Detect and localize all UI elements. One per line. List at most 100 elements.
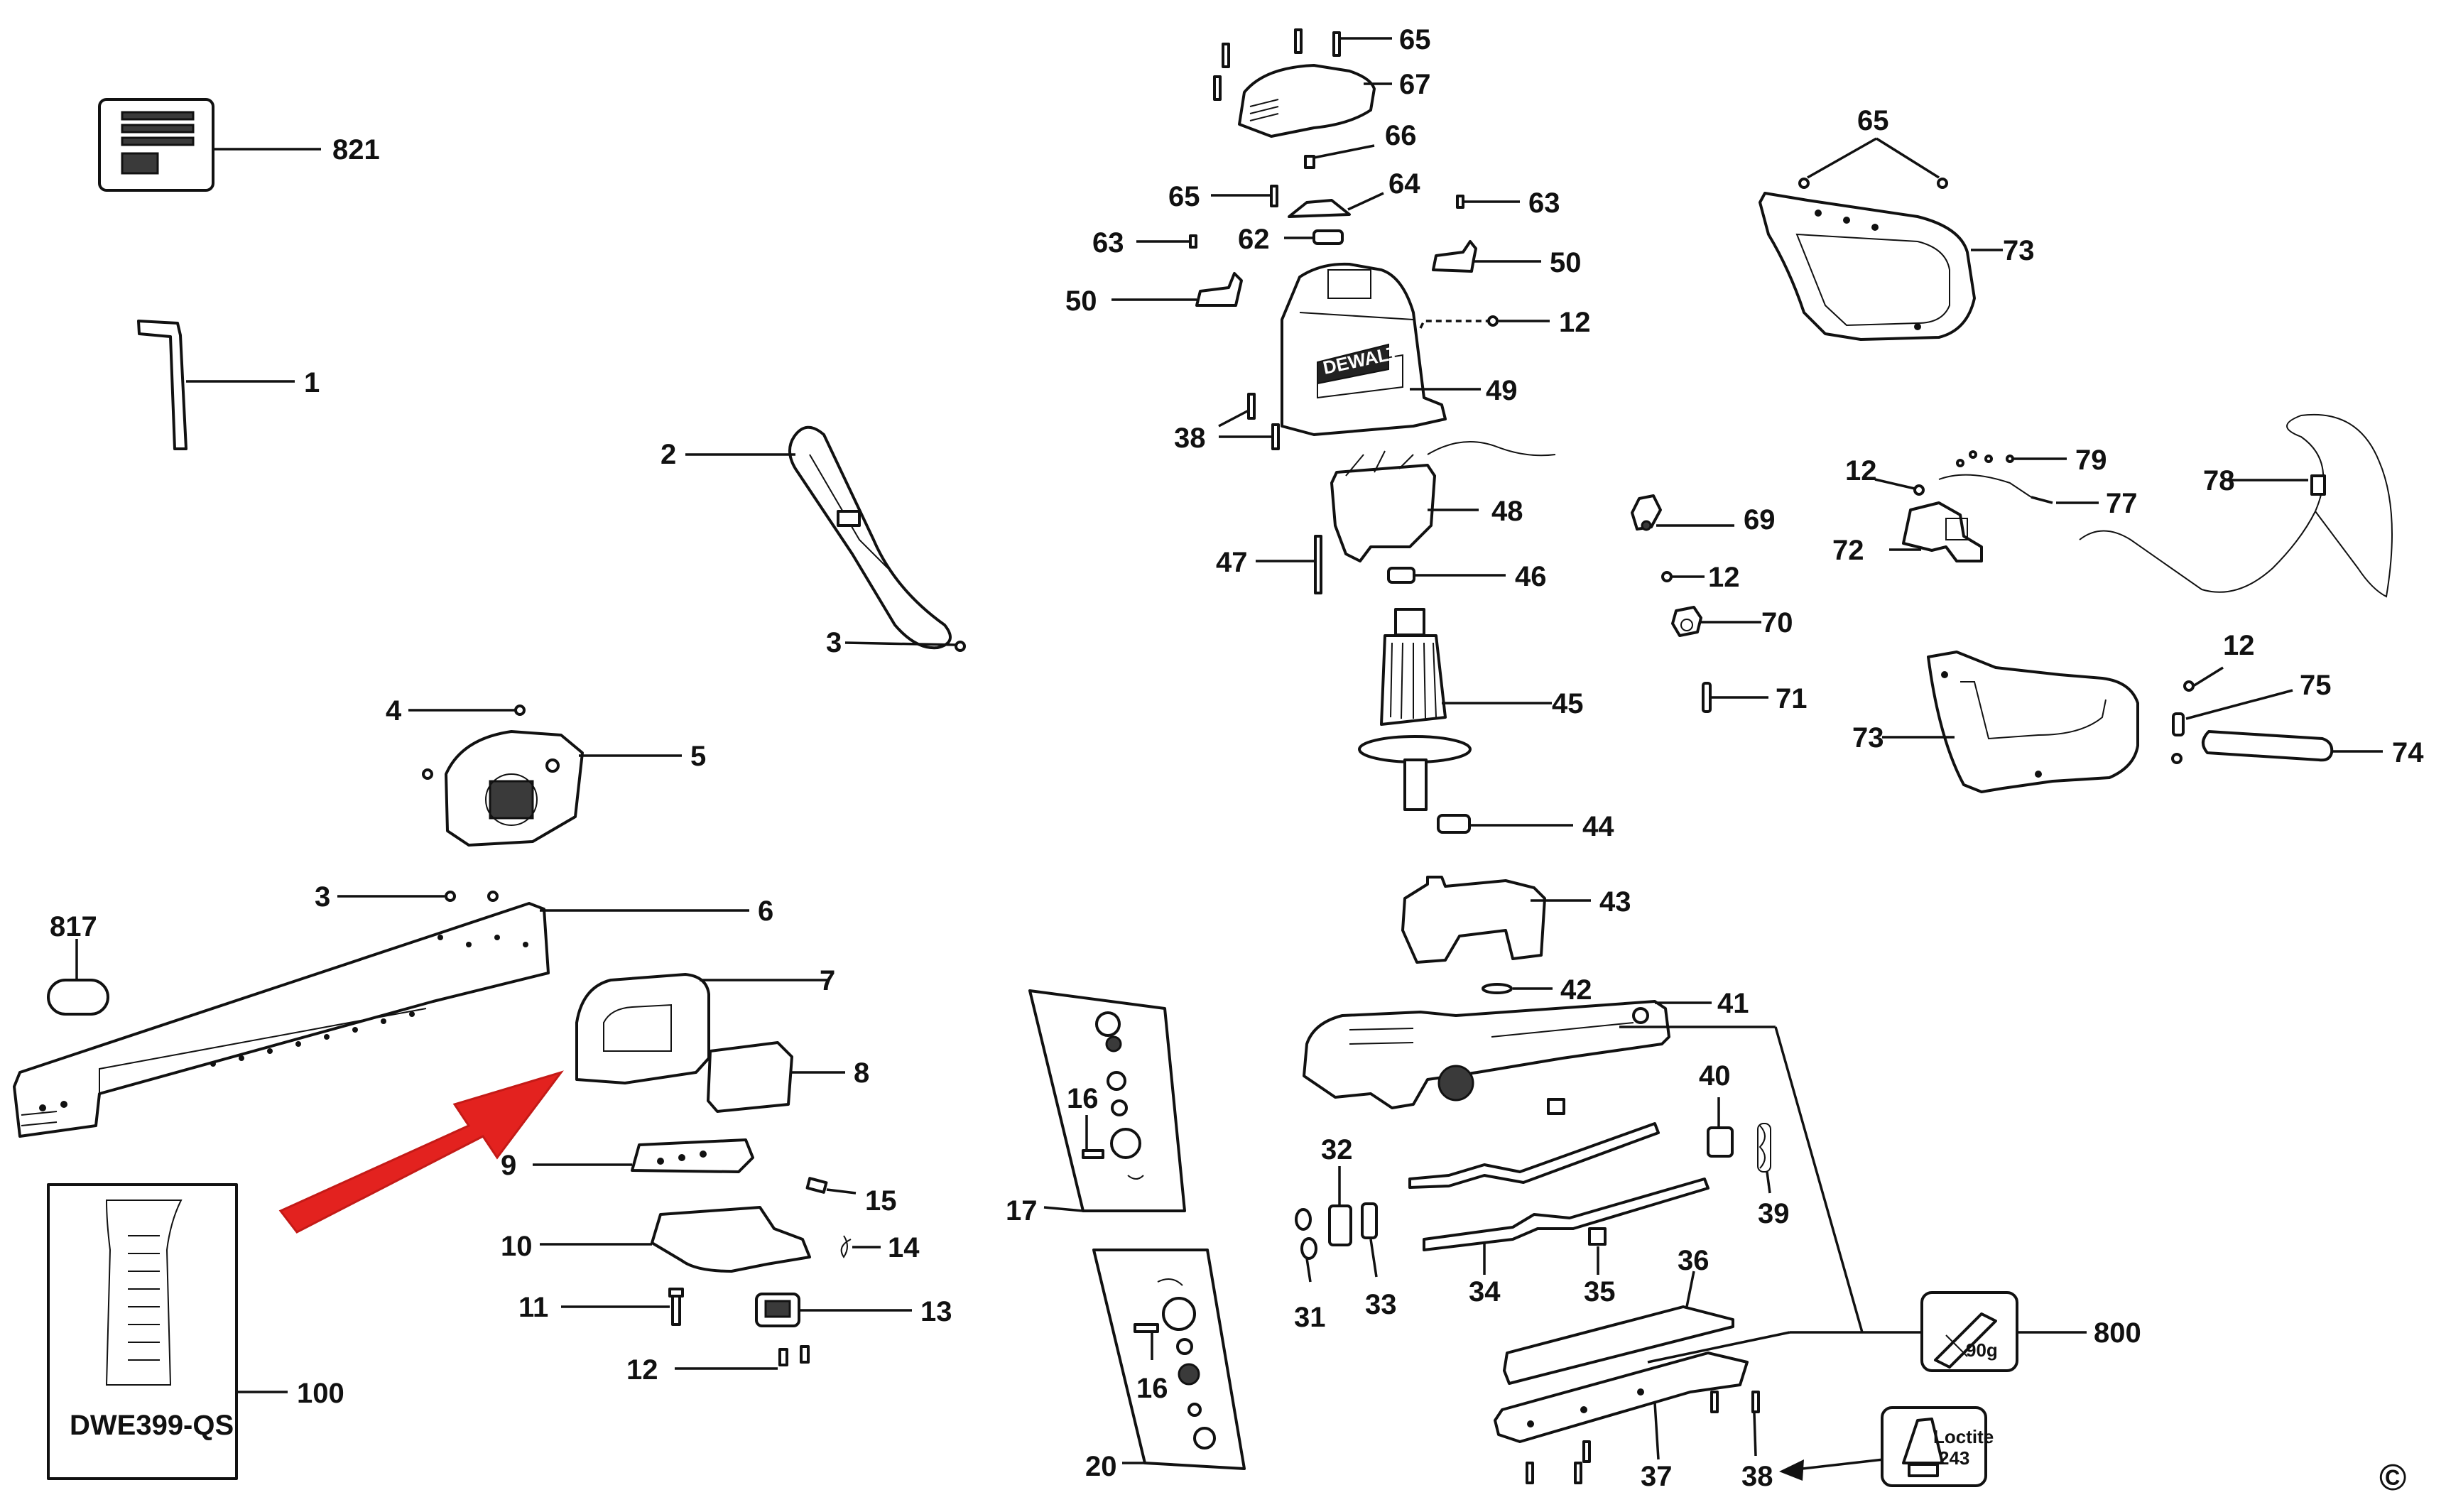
callout-46: 46 [1515, 561, 1547, 592]
callout-14: 14 [888, 1232, 920, 1263]
callout-36: 36 [1678, 1245, 1710, 1276]
callout-44: 44 [1582, 811, 1614, 842]
part-20-subassembly-panel: 20 16 [1085, 1249, 1246, 1482]
callout-5: 5 [690, 741, 706, 772]
callout-32: 32 [1321, 1134, 1353, 1165]
callout-16-lower: 16 [1136, 1373, 1168, 1404]
part-50-brush-holder-right: 50 [1432, 240, 1582, 278]
part-12-screw-right-upper: 12 [1845, 455, 1925, 496]
part-65-screws-right: 65 [1798, 105, 1948, 189]
part-43-gear-housing: 43 [1401, 876, 1631, 964]
callout-38-lower: 38 [1741, 1461, 1773, 1492]
callout-69: 69 [1744, 504, 1776, 535]
callout-65-right: 65 [1857, 105, 1889, 136]
callout-73-lower: 73 [1852, 722, 1884, 754]
callout-65-top: 65 [1399, 24, 1431, 55]
part-41-gear-case: 41 [1303, 988, 1749, 1109]
part-63-screw-right: 63 [1456, 187, 1560, 219]
part-64-clip: 64 [1288, 168, 1420, 218]
part-44-bearing: 44 [1437, 811, 1614, 842]
part-8-window: 8 [707, 1041, 869, 1113]
callout-72: 72 [1832, 535, 1864, 566]
callout-6: 6 [758, 896, 773, 927]
part-47-long-screw: 47 [1216, 535, 1322, 594]
callout-1: 1 [304, 367, 320, 398]
callout-47: 47 [1216, 547, 1248, 578]
part-12-screw-mid: 12 [1661, 562, 1740, 593]
callout-12-lower-left: 12 [626, 1354, 658, 1386]
callout-15: 15 [865, 1185, 897, 1217]
part-50-brush-holder-left: 50 [1065, 272, 1243, 317]
callout-20: 20 [1085, 1451, 1117, 1482]
callout-2: 2 [661, 439, 676, 470]
part-73-handle-lower: 73 [1852, 651, 2139, 793]
callout-4: 4 [386, 695, 402, 727]
part-817-label: 817 [47, 911, 109, 1016]
part-13-clamp: 13 [755, 1293, 952, 1327]
part-72-switch: 72 [1832, 501, 1983, 566]
callout-16-upper: 16 [1067, 1083, 1099, 1114]
grease-amount: 90g [1966, 1339, 1998, 1361]
callout-50-left: 50 [1065, 285, 1097, 317]
part-5-fence-body: 4 5 [386, 695, 706, 847]
callout-34: 34 [1469, 1276, 1501, 1307]
part-40-block: 40 [1699, 1060, 1734, 1158]
part-14-spring: 14 [840, 1232, 920, 1263]
loctite-label: Loctite [1933, 1426, 1994, 1447]
callout-77: 77 [2106, 488, 2138, 519]
callout-17: 17 [1006, 1195, 1038, 1227]
callout-70: 70 [1761, 607, 1793, 638]
callout-50-right: 50 [1550, 247, 1582, 278]
part-2-handle: 2 [661, 425, 952, 650]
part-38-screws-upper: 38 [1174, 393, 1280, 454]
callout-12-motor: 12 [1559, 307, 1591, 338]
part-75-74-grip: 12 75 74 [2171, 630, 2424, 768]
callout-66: 66 [1385, 120, 1417, 151]
part-79-77-screws-spring: 79 77 [1938, 445, 2138, 519]
part-800-grease: 90g 800 [1920, 1291, 2141, 1372]
part-821-label-plate: 821 [98, 98, 380, 192]
callout-73-upper: 73 [2003, 235, 2035, 266]
callout-12-right-upper: 12 [1845, 455, 1877, 486]
callout-75: 75 [2300, 670, 2332, 701]
part-73-housing-upper: 73 [1759, 192, 2035, 341]
callout-43: 43 [1599, 886, 1631, 918]
callout-42: 42 [1560, 974, 1592, 1006]
callout-67: 67 [1399, 69, 1431, 100]
part-17-subassembly-panel: 17 16 [1006, 989, 1186, 1227]
callout-63-left: 63 [1092, 227, 1124, 259]
part-36-slider: 36 [1503, 1245, 1734, 1385]
callout-65-mid: 65 [1168, 181, 1200, 212]
callout-7: 7 [820, 965, 835, 996]
callout-49: 49 [1486, 375, 1518, 406]
callout-79: 79 [2075, 445, 2107, 476]
red-arrow-indicator [278, 1070, 564, 1234]
part-71-spring: 71 [1702, 682, 1808, 714]
part-10-base-bracket: 10 [501, 1206, 811, 1273]
callout-12-right-lower: 12 [2223, 630, 2255, 661]
callout-48: 48 [1491, 496, 1523, 527]
callout-11: 11 [518, 1292, 548, 1323]
part-31-32-33-parts: 32 31 33 [1294, 1134, 1397, 1333]
callout-40: 40 [1699, 1060, 1731, 1092]
part-9-bracket: 9 [501, 1138, 754, 1181]
callout-9: 9 [501, 1150, 516, 1181]
callout-100: 100 [297, 1378, 344, 1409]
callout-71: 71 [1776, 683, 1808, 714]
loctite-code: 243 [1939, 1447, 1969, 1469]
callout-12-mid: 12 [1708, 562, 1740, 593]
part-78-power-cable: 78 [2079, 413, 2393, 598]
part-45-armature: 45 [1358, 608, 1584, 811]
callout-74: 74 [2392, 737, 2424, 768]
part-66-screw: 66 [1304, 120, 1417, 169]
part-48-stator-field: 48 [1330, 441, 1556, 562]
callout-3-lower: 3 [315, 881, 330, 913]
callout-800: 800 [2094, 1317, 2141, 1349]
part-69-clamp: 69 [1631, 494, 1776, 535]
part-12-screw-motor: 12 [1419, 307, 1591, 338]
callout-817: 817 [50, 911, 97, 942]
callout-35: 35 [1584, 1276, 1616, 1307]
part-1-hex-key: 1 [137, 320, 320, 450]
callout-37: 37 [1641, 1461, 1673, 1492]
callout-45: 45 [1552, 688, 1584, 719]
